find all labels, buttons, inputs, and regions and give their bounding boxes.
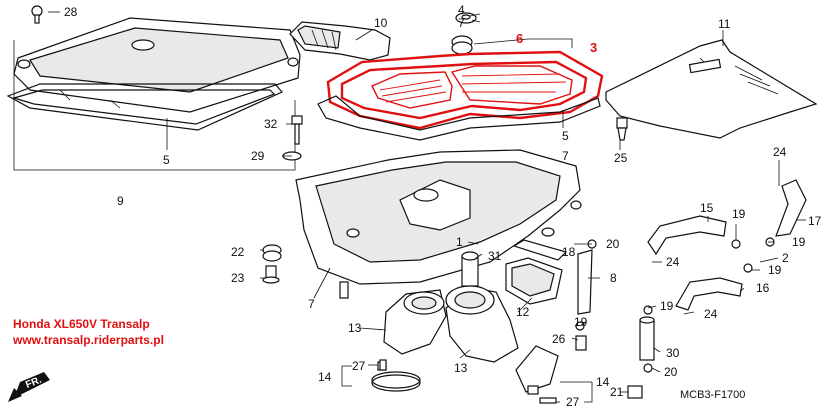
breather-hose-15 — [647, 215, 727, 256]
callout-14a: 14 — [318, 370, 332, 384]
callout-1: 1 — [456, 235, 463, 249]
callout-24b: 24 — [666, 255, 680, 269]
cover-seal-gasket — [6, 83, 283, 131]
air-cleaner-case — [295, 149, 582, 299]
callout-9: 9 — [117, 194, 124, 208]
callout-20a: 20 — [606, 237, 620, 251]
hose-clamp-14a — [371, 361, 421, 392]
screw-27a — [379, 359, 387, 371]
callout-19c: 19 — [768, 263, 782, 277]
callout-32: 32 — [264, 117, 278, 131]
drain-tube-8 — [577, 249, 593, 315]
callout-18: 18 — [562, 245, 576, 259]
filter-grommet — [451, 35, 473, 55]
resonator-plate — [512, 239, 568, 261]
air-cleaner-cover — [13, 17, 301, 113]
leader-lines — [48, 11, 806, 403]
callout-19e: 19 — [574, 315, 588, 329]
callout-3: 3 — [590, 40, 597, 55]
screw — [31, 5, 43, 24]
breather-hose-17 — [775, 179, 807, 237]
callout-23: 23 — [231, 271, 245, 285]
callout-7c: 7 — [308, 297, 315, 311]
callout-14b: 14 — [596, 375, 610, 389]
connecting-tube-13a — [383, 289, 447, 355]
callout-13a: 13 — [348, 321, 362, 335]
callout-19b: 19 — [792, 235, 806, 249]
callout-28: 28 — [64, 5, 78, 19]
screw-27b — [539, 397, 557, 404]
callout-17: 17 — [808, 214, 822, 228]
callout-24c: 24 — [704, 307, 718, 321]
drain-tube-31 — [461, 251, 479, 287]
callout-7b: 7 — [562, 149, 569, 163]
case-seal-gasket — [317, 95, 601, 141]
hose-clamp-14b — [515, 345, 559, 395]
callout-31: 31 — [488, 249, 502, 263]
callout-24a: 24 — [773, 145, 787, 159]
grommet-22 — [262, 244, 282, 262]
callout-27a: 27 — [352, 359, 366, 373]
breather-hose-16 — [675, 277, 743, 311]
callout-11: 11 — [718, 17, 731, 31]
callout-25: 25 — [614, 151, 628, 165]
callout-2: 2 — [782, 251, 789, 265]
model-label: Honda XL650V Transalp — [13, 317, 150, 331]
callout-26: 26 — [552, 332, 566, 346]
callout-5a: 5 — [562, 129, 569, 143]
callout-27b: 27 — [566, 395, 580, 408]
callout-22: 22 — [231, 245, 245, 259]
callout-10: 10 — [374, 16, 388, 30]
callout-21: 21 — [610, 385, 624, 399]
collar-23 — [262, 265, 280, 284]
callout-29: 29 — [251, 149, 265, 163]
callout-19d: 19 — [660, 299, 674, 313]
callout-13b: 13 — [454, 361, 468, 375]
callout-numbers: 28 4 7 10 6 3 11 32 5 29 5 7 25 24 9 15 … — [64, 3, 822, 408]
air-filter-element — [326, 50, 604, 130]
callout-16: 16 — [756, 281, 770, 295]
callout-30: 30 — [666, 346, 680, 360]
plug-21 — [627, 385, 643, 399]
heat-shield-plate — [605, 39, 818, 139]
front-arrow-icon: FR. — [8, 372, 50, 402]
connecting-tube-13b — [445, 285, 519, 363]
callout-8: 8 — [610, 271, 617, 285]
clip-19 — [731, 239, 741, 249]
clip — [616, 117, 628, 141]
callout-20b: 20 — [664, 365, 678, 379]
callout-19a: 19 — [732, 207, 746, 221]
callout-5b: 5 — [163, 153, 170, 167]
plug-26 — [575, 335, 587, 351]
air-duct — [289, 21, 391, 61]
callout-15: 15 — [700, 201, 714, 215]
resonator-box — [505, 257, 563, 305]
drain-plug-30 — [639, 316, 655, 361]
website-label: www.transalp.riderparts.pl — [12, 333, 164, 347]
callout-12: 12 — [516, 305, 530, 319]
callout-7a: 7 — [458, 16, 465, 30]
callout-4: 4 — [458, 3, 465, 17]
callout-6: 6 — [516, 31, 523, 46]
diagram-code: MCB3-F1700 — [680, 389, 745, 401]
bolt — [291, 115, 303, 145]
